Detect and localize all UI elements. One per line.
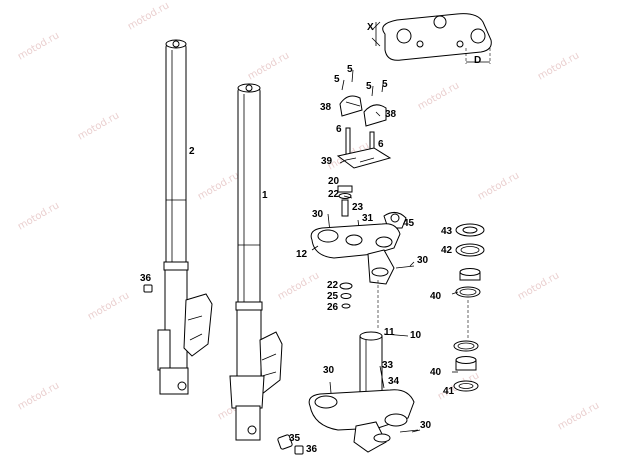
watermark: motod.ru xyxy=(86,290,131,322)
watermark: motod.ru xyxy=(196,170,241,202)
watermark: motod.ru xyxy=(416,80,461,112)
watermark: motod.ru xyxy=(536,50,581,82)
callout-30: 30 xyxy=(323,365,335,376)
callout-labels: 1 2 5 5 5 5 38 38 6 6 39 20 22 23 30 31 … xyxy=(140,64,455,455)
fork-leg-left xyxy=(157,39,213,395)
callout-6: 6 xyxy=(336,124,342,135)
washers-nuts xyxy=(339,282,353,309)
callout-40: 40 xyxy=(430,291,442,302)
watermark: motod.ru xyxy=(516,270,561,302)
callout-45: 45 xyxy=(403,218,415,229)
dimension-d-label: D xyxy=(474,55,481,66)
upper-triple-clamp xyxy=(310,223,415,330)
callout-38: 38 xyxy=(385,109,397,120)
callout-33: 33 xyxy=(382,360,394,371)
callout-31: 31 xyxy=(362,213,374,224)
callout-26: 26 xyxy=(327,302,339,313)
callout-5: 5 xyxy=(347,64,353,75)
callout-30: 30 xyxy=(312,209,324,220)
callout-25: 25 xyxy=(327,291,339,302)
callout-36: 36 xyxy=(306,444,318,455)
lower-triple-clamp xyxy=(308,331,419,453)
watermark: motod.ru xyxy=(76,110,121,142)
watermark: motod.ru xyxy=(476,170,521,202)
callout-2: 2 xyxy=(189,146,195,157)
fork-small-parts xyxy=(143,284,304,455)
callout-12: 12 xyxy=(296,249,308,260)
callout-1: 1 xyxy=(262,190,268,201)
watermark-layer: motod.ru motod.ru motod.ru motod.ru moto… xyxy=(16,0,601,432)
bearing-stack xyxy=(453,223,485,392)
watermark: motod.ru xyxy=(246,50,291,82)
watermark: motod.ru xyxy=(126,0,171,32)
watermark: motod.ru xyxy=(16,200,61,232)
callout-34: 34 xyxy=(388,376,400,387)
callout-38: 38 xyxy=(320,102,332,113)
watermark: motod.ru xyxy=(276,270,321,302)
callout-35: 35 xyxy=(289,433,301,444)
dimension-x-label: X xyxy=(367,22,374,33)
watermark: motod.ru xyxy=(16,30,61,62)
callout-20: 20 xyxy=(328,176,340,187)
leader-lines xyxy=(311,101,459,433)
fork-leg-right xyxy=(229,83,283,441)
callout-22: 22 xyxy=(328,189,340,200)
top-inset xyxy=(371,13,492,64)
callout-42: 42 xyxy=(441,245,453,256)
callout-30: 30 xyxy=(420,420,432,431)
callout-10: 10 xyxy=(410,330,422,341)
callout-22: 22 xyxy=(327,280,339,291)
watermark: motod.ru xyxy=(16,380,61,412)
handlebar-clamps xyxy=(336,69,392,169)
callout-5: 5 xyxy=(366,81,372,92)
callout-41: 41 xyxy=(443,386,455,397)
callout-43: 43 xyxy=(441,226,453,237)
callout-5: 5 xyxy=(382,79,388,90)
callout-40: 40 xyxy=(430,367,442,378)
callout-30: 30 xyxy=(417,255,429,266)
callout-6: 6 xyxy=(378,139,384,150)
callout-11: 11 xyxy=(384,327,395,338)
callout-5: 5 xyxy=(334,74,340,85)
callout-36: 36 xyxy=(140,273,152,284)
callout-23: 23 xyxy=(352,202,364,213)
watermark: motod.ru xyxy=(556,400,601,432)
callout-39: 39 xyxy=(321,156,333,167)
